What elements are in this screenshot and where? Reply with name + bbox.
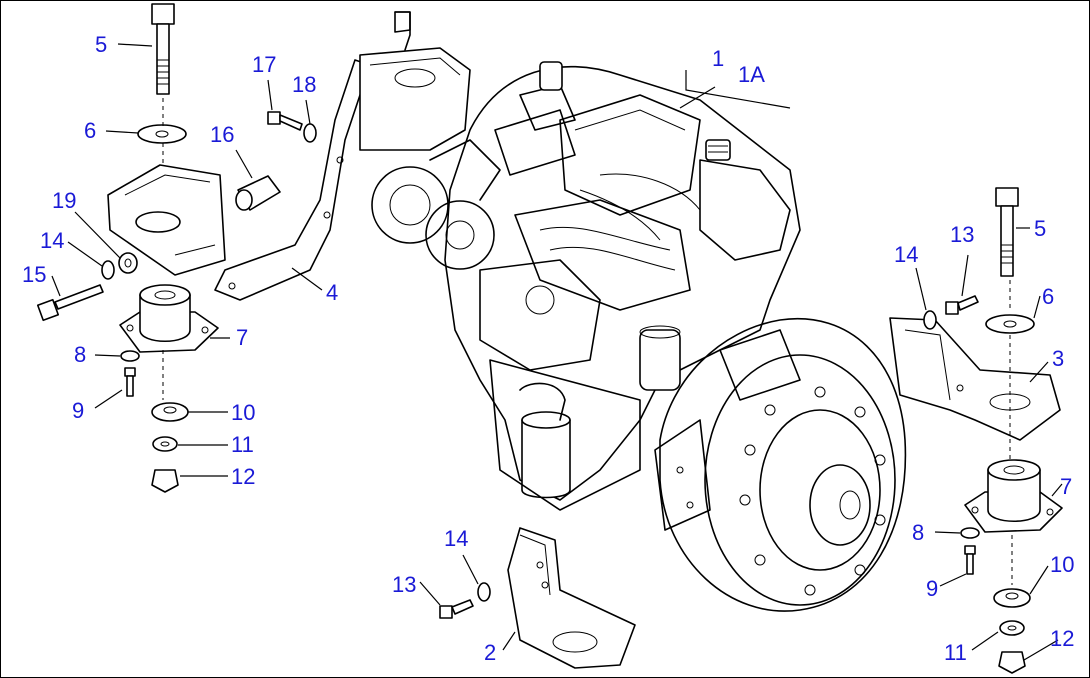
callout-12-left: 12 [231, 464, 255, 489]
callout-8-left: 8 [74, 342, 86, 367]
callout-5-right: 5 [1034, 216, 1046, 241]
callout-6-right: 6 [1042, 284, 1054, 309]
washer-10-right [993, 588, 1031, 608]
callout-14-bottom: 14 [444, 526, 468, 551]
washer-14-right [923, 310, 937, 330]
callout-19: 19 [52, 188, 76, 213]
washer-14-bottom [477, 582, 491, 602]
callout-7-right: 7 [1060, 474, 1072, 499]
washer-18 [303, 123, 317, 143]
spacer-16 [235, 175, 281, 211]
callout-4: 4 [326, 280, 338, 305]
callout-3: 3 [1052, 346, 1064, 371]
callout-8-right: 8 [912, 520, 924, 545]
callout-15: 15 [22, 262, 46, 287]
nut-12-left [151, 469, 179, 493]
washer-11-right [999, 620, 1025, 636]
callout-2: 2 [484, 640, 496, 665]
callout-18: 18 [292, 72, 316, 97]
bolt-9-right [964, 545, 976, 575]
mount-box-left [107, 164, 226, 276]
bracket-3 [889, 317, 1061, 441]
bolt-13-right [945, 295, 979, 315]
rubber-mount-7-right [964, 459, 1063, 533]
callout-17: 17 [252, 52, 276, 77]
callout-11-left: 11 [231, 432, 254, 457]
rubber-mount-7-left [119, 284, 219, 353]
callout-11-right: 11 [944, 640, 967, 665]
callout-5-left: 5 [95, 32, 107, 57]
washer-19 [118, 252, 138, 274]
callout-13-right: 13 [950, 222, 974, 247]
flywheel-housing [654, 317, 907, 612]
callout-1a: 1A [738, 62, 765, 87]
washer-6-left [137, 124, 187, 144]
bolt-5-left [151, 3, 175, 95]
callout-1: 1 [712, 46, 724, 71]
callout-16: 16 [210, 122, 234, 147]
nut-12-right [998, 651, 1026, 674]
engine-assembly [371, 11, 801, 511]
washer-6-right [985, 314, 1035, 334]
bracket-2 [507, 527, 636, 669]
washer-11-left [152, 436, 178, 452]
callout-9-right: 9 [926, 576, 938, 601]
bolt-17 [267, 111, 303, 131]
callout-9-left: 9 [72, 398, 84, 423]
bolt-13-bottom [439, 599, 474, 619]
callout-13-bottom: 13 [392, 572, 416, 597]
callout-7-left: 7 [236, 325, 248, 350]
assembly-axis-right [1009, 280, 1013, 585]
washer-10-left [151, 402, 189, 422]
washer-8-right [960, 527, 980, 539]
washer-8-left [120, 350, 140, 362]
callout-14-right: 14 [894, 242, 918, 267]
callout-12-right: 12 [1050, 626, 1074, 651]
callout-labels: 5 6 16 17 18 19 14 15 8 9 7 10 11 12 4 1… [22, 32, 1074, 665]
callout-10-right: 10 [1050, 552, 1074, 577]
bolt-9-left [124, 367, 136, 397]
bolt-15 [36, 284, 104, 322]
callout-14-left: 14 [40, 228, 64, 253]
bracket-4 [214, 11, 471, 301]
callout-10-left: 10 [231, 400, 255, 425]
washer-14-left [101, 260, 115, 280]
bolt-5-right [995, 187, 1019, 277]
leader-lines [51, 43, 1063, 661]
callout-6-left: 6 [84, 118, 96, 143]
